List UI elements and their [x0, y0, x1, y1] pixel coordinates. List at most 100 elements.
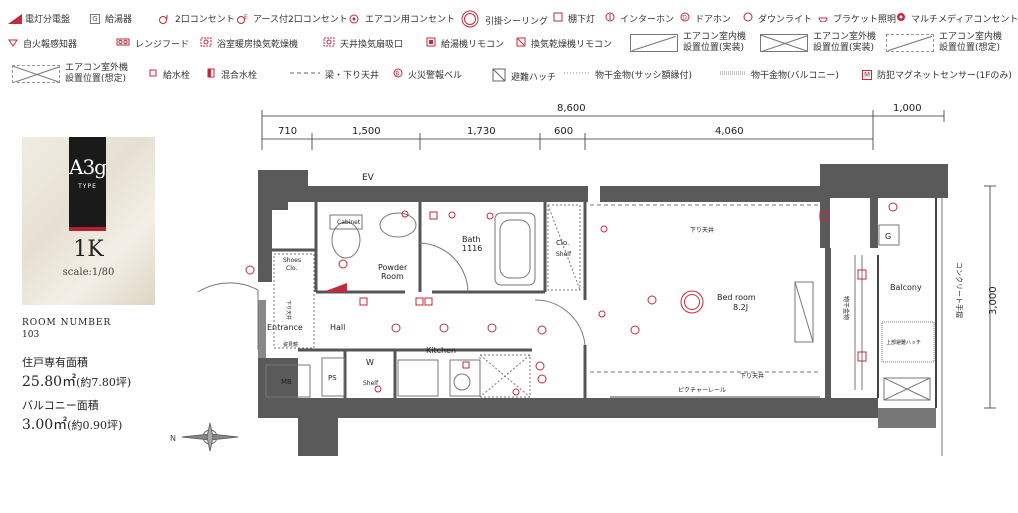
concrete-rail-label: コンクリート手摺 [955, 262, 964, 318]
balcony-area-label: バルコニー面積 [22, 399, 99, 412]
picture-rail-label: ピクチャーレール [678, 387, 726, 394]
bedroom-label: Bed room [717, 293, 756, 302]
ev-label: EV [362, 173, 375, 183]
cabinet-label: Cabinet [337, 219, 361, 226]
clo-shelf-label: Shelf [556, 251, 572, 258]
mixing-faucet-icon [206, 68, 216, 81]
drop-ceiling-2-label: 下り天井 [740, 372, 764, 380]
legend-item: レンジフード [116, 37, 189, 50]
legend-row-1: 電灯分電盤 G 給湯器 2口コンセント E アース付2口コンセント エアコン用コ… [8, 9, 1018, 34]
ac-outdoor-icon [760, 34, 808, 52]
water-heater-icon: G [90, 13, 100, 24]
ac-outlet-icon [348, 14, 360, 24]
dim-seg-2: 1,500 [352, 126, 381, 137]
legend-item: 梁・下り天井 [290, 68, 379, 81]
interior-walls [272, 202, 587, 398]
drop-ceiling-label: 下り天井 [690, 226, 714, 234]
plan-scale: scale:1/80 [62, 267, 115, 278]
ceiling-vent-icon [323, 37, 335, 50]
layout-type: 1K [73, 237, 104, 262]
type-code: A3g [69, 155, 107, 179]
legend-item: エアコン室外機設置位置(実装) [760, 32, 876, 54]
legend-item: 給水栓 [148, 68, 190, 81]
water-heater-g: G [885, 232, 891, 241]
shoes-label: Shoes [283, 257, 301, 264]
ceiling-hook-icon [460, 9, 480, 32]
entrance-label: Entrance [267, 323, 303, 332]
clo-label: Clo. [556, 239, 569, 247]
ac-indoor-planned-icon [886, 34, 934, 52]
beam-line-icon [290, 68, 320, 81]
kitchen-label: Kitchen [426, 346, 456, 355]
dimension-lines [261, 110, 996, 409]
ac-outdoor-planned-icon [12, 65, 60, 83]
intercom-icon [605, 12, 615, 25]
double-outlet-icon [158, 14, 170, 24]
svg-text:E: E [244, 14, 248, 21]
dim-height: 3,000 [988, 286, 999, 315]
balcony-label: Balcony [890, 283, 922, 292]
grounded-outlet-icon: E [236, 14, 248, 24]
legend-item: 避難ハッチ [492, 68, 556, 85]
legend-item: 2口コンセント [158, 12, 235, 25]
legend-item: 物干金物(サッシ額縁付) [564, 68, 692, 81]
hanger-label: 物干金物 [842, 296, 850, 320]
mirror-label: 姿見鏡 [283, 341, 298, 348]
legend-item: エアコン用コンセント [348, 12, 455, 25]
type-accent-bar [69, 227, 106, 231]
water-faucet-icon [148, 68, 158, 81]
room-labels: Shoes Clo. Entrance Hall Powder Room Cab… [267, 219, 964, 394]
bath-label: Bath [462, 235, 481, 244]
dim-total: 8,600 [557, 103, 586, 114]
ps-label: PS [328, 374, 337, 382]
dim-seg-3: 1,730 [467, 126, 496, 137]
shoes-clo-label: Clo. [286, 265, 297, 272]
walls [258, 164, 948, 456]
evacuation-hatch-icon [492, 68, 506, 85]
type-badge: A3g TYPE [69, 137, 107, 231]
room-info: ROOM NUMBER 103 住戸専有面積 25.80㎡(約7.80坪) バル… [22, 318, 131, 434]
ac-indoor-icon [630, 34, 678, 52]
dim-seg-5: 4,060 [715, 126, 744, 137]
dim-balcony: 1,000 [893, 103, 922, 114]
legend-item: D ドアホン [680, 12, 731, 25]
legend-item: ダウンライト [743, 12, 812, 25]
fire-bell-icon: B [393, 68, 403, 81]
dim-seg-4: 600 [554, 126, 573, 137]
legend-item: 物干金物(バルコニー) [720, 68, 839, 81]
powder-room-label: Room [381, 272, 404, 281]
drying-hardware-balcony-icon [720, 68, 746, 81]
legend-row-2: 自火報感知器 レンジフード 浴室暖房換気乾燥機 天井換気扇吸口 給湯機リモコン … [8, 32, 1010, 59]
legend-item: G 給湯器 [90, 12, 132, 25]
room-number: 103 [22, 330, 40, 340]
svg-text:B: B [395, 71, 399, 78]
bath-dryer-icon [200, 37, 212, 50]
distribution-board-icon [323, 283, 347, 292]
fire-detector-icon [8, 37, 18, 50]
legend-item: インターホン [605, 12, 674, 25]
legend-item: 給湯機リモコン [426, 37, 504, 50]
room-number-label: ROOM NUMBER [22, 318, 112, 328]
balcony-area-value: 3.00㎡(約0.90坪) [22, 417, 123, 433]
shelf-light-icon [553, 12, 563, 25]
w-shelf-label: Shelf [363, 380, 379, 387]
dim-seg-1: 710 [278, 126, 297, 137]
entrance-drop-label: 下り天井 [285, 300, 292, 320]
area-label: 住戸専有面積 [22, 356, 88, 369]
drying-hardware-sash-icon [564, 68, 590, 81]
legend-item: ブラケット照明 [818, 12, 896, 25]
legend-item: 自火報感知器 [8, 37, 77, 50]
legend-item: 天井換気扇吸口 [323, 37, 403, 50]
legend-item: E アース付2口コンセント [236, 12, 348, 25]
area-value: 25.80㎡(約7.80坪) [22, 374, 132, 390]
bracket-light-icon [818, 12, 828, 25]
range-hood-icon [116, 37, 130, 50]
type-card: A3g TYPE 1K scale:1/80 [22, 137, 155, 305]
dryer-remote-icon [516, 37, 526, 50]
legend-item: エアコン室外機設置位置(想定) [12, 63, 128, 85]
bedroom-size: 8.2J [733, 303, 748, 312]
powder-label: Powder [378, 263, 408, 272]
bath-size: 1116 [462, 244, 482, 253]
multimedia-outlet-icon [896, 12, 906, 25]
